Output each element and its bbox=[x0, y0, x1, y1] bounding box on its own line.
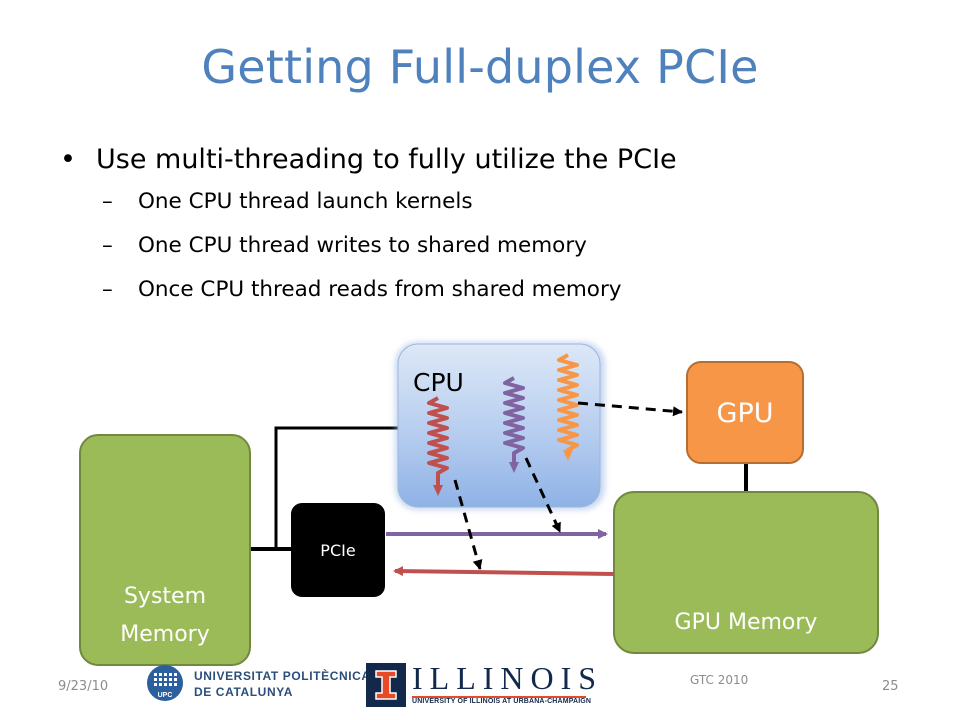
cpu-label: CPU bbox=[413, 368, 464, 397]
sub-bullet-text: One CPU thread writes to shared memory bbox=[138, 233, 587, 258]
illinois-logo: ILLINOIS UNIVERSITY OF ILLINOIS AT URBAN… bbox=[366, 660, 596, 707]
sub-bullet-dash: – bbox=[102, 189, 113, 214]
launch-kernel-dash-arrow bbox=[577, 401, 683, 417]
sysmem-cpu-link bbox=[274, 426, 398, 549]
sub-bullet: – One CPU thread launch kernels bbox=[56, 180, 916, 224]
illinois-rule bbox=[412, 696, 586, 698]
system-memory-label-line1: System bbox=[124, 584, 206, 609]
write-dash-arrow bbox=[524, 457, 562, 533]
thread-purple bbox=[503, 376, 525, 473]
upc-logo-line1: UNIVERSITAT POLITÈCNICA bbox=[194, 669, 371, 683]
footer-date: 9/23/10 bbox=[58, 679, 109, 694]
sub-bullet-text: One CPU thread launch kernels bbox=[138, 189, 473, 214]
upc-logo-line2: DE CATALUNYA bbox=[194, 685, 293, 699]
device-to-host-arrow bbox=[393, 566, 615, 577]
svg-text:UPC: UPC bbox=[158, 692, 173, 699]
illinois-wordmark: ILLINOIS bbox=[412, 660, 604, 696]
bullet-dot: • bbox=[60, 144, 76, 175]
sub-bullet-dash: – bbox=[102, 277, 113, 302]
slide-title: Getting Full-duplex PCIe bbox=[201, 40, 759, 94]
sub-bullet: – Once CPU thread reads from shared memo… bbox=[56, 268, 916, 312]
system-memory-label-line2: Memory bbox=[120, 622, 209, 647]
pcie-label: PCIe bbox=[320, 541, 355, 560]
gpu-box bbox=[686, 361, 804, 464]
gpu-label: GPU bbox=[717, 398, 774, 429]
thread-red bbox=[427, 396, 449, 496]
slide-number: 25 bbox=[882, 679, 899, 694]
sub-bullet-dash: – bbox=[102, 233, 113, 258]
upc-logo-icon: UPC bbox=[147, 665, 183, 701]
pcie-box bbox=[291, 503, 385, 597]
bullet-main: • Use multi-threading to fully utilize t… bbox=[56, 140, 916, 180]
read-dash-arrow bbox=[453, 479, 483, 570]
cpu-box bbox=[397, 343, 601, 508]
bullet-list: • Use multi-threading to fully utilize t… bbox=[56, 140, 916, 312]
upc-logo: UPC UNIVERSITAT POLITÈCNICA DE CATALUNYA bbox=[146, 662, 370, 704]
illinois-subtitle: UNIVERSITY OF ILLINOIS AT URBANA-CHAMPAI… bbox=[412, 698, 592, 705]
bullet-main-text: Use multi-threading to fully utilize the… bbox=[96, 144, 677, 175]
sub-bullet-text: Once CPU thread reads from shared memory bbox=[138, 277, 622, 302]
sub-bullet: – One CPU thread writes to shared memory bbox=[56, 224, 916, 268]
thread-orange bbox=[557, 353, 579, 461]
illinois-block-i-icon bbox=[366, 663, 406, 707]
gpu-memory-label: GPU Memory bbox=[675, 610, 818, 635]
footer-event: GTC 2010 bbox=[690, 673, 749, 687]
